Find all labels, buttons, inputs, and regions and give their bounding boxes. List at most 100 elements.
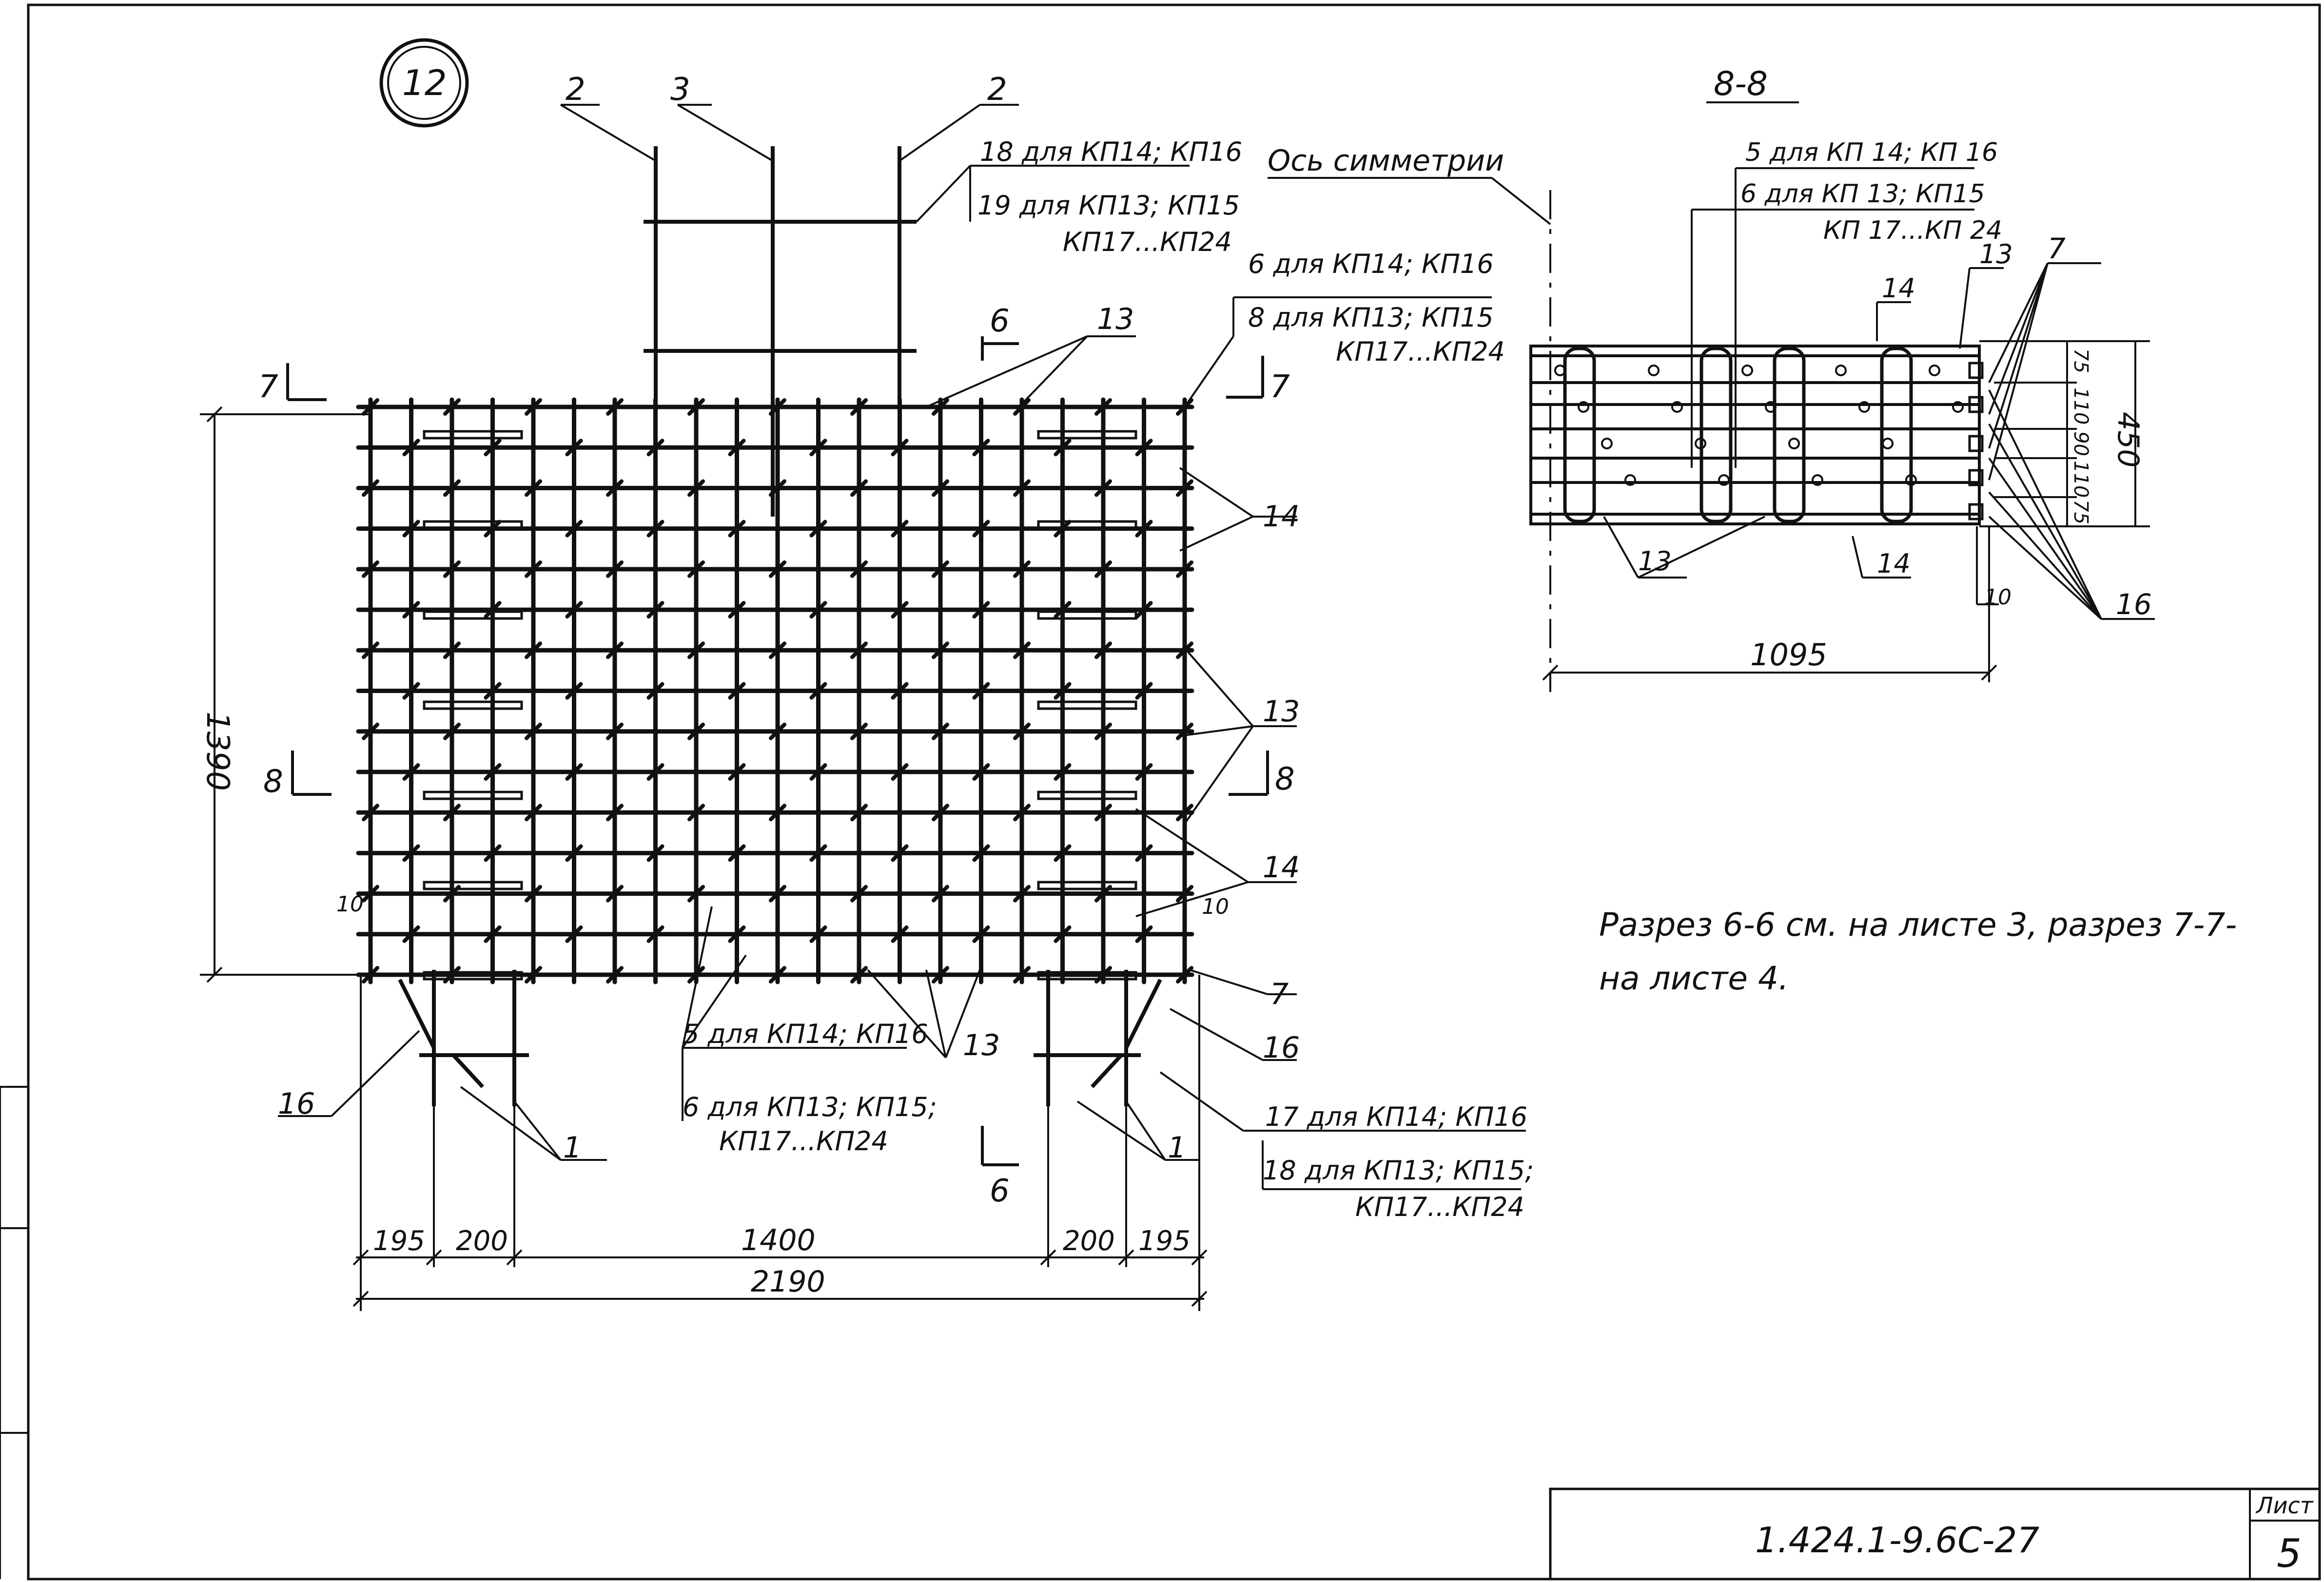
wire-tie: [687, 966, 705, 984]
cut-marker-6-bottom: 6: [981, 1126, 1019, 1209]
section-dim-90: 90: [2070, 431, 2092, 456]
wire-tie: [850, 804, 868, 822]
mark-10-right: 10: [1202, 894, 1229, 919]
section-cage: [1529, 345, 1984, 525]
wire-tie: [362, 804, 379, 822]
wire-tie: [1094, 722, 1112, 740]
wire-tie: [850, 722, 868, 740]
right-callout-line3: КП17...КП24: [1336, 336, 1505, 367]
wire-tie: [606, 722, 624, 740]
side-plate: [1037, 881, 1137, 890]
mark-14-lower: 14: [1263, 850, 1300, 885]
section-mark-13-top: 13: [1979, 239, 2013, 270]
wire-tie: [525, 398, 542, 416]
detail-number: 12: [379, 38, 469, 128]
wire-tie: [402, 763, 420, 781]
bar-section-dot: [1718, 474, 1730, 486]
section-callout-line3: КП 17...КП 24: [1823, 216, 2002, 245]
wire-tie: [972, 439, 990, 457]
wire-tie: [1135, 601, 1153, 619]
wire-tie: [891, 925, 909, 943]
bar-section-dot: [1624, 474, 1636, 486]
side-plate: [1037, 430, 1137, 440]
cut-marker-6-top: 6: [981, 303, 1019, 361]
wire-tie: [1135, 844, 1153, 862]
dim-195-left: 195: [373, 1225, 425, 1257]
wire-tie: [1054, 925, 1072, 943]
wire-tie: [972, 925, 990, 943]
side-plate: [423, 881, 523, 890]
wire-tie: [606, 479, 624, 497]
wire-tie: [932, 804, 949, 822]
wire-tie: [646, 682, 664, 700]
wire-tie: [1135, 925, 1153, 943]
section-dim-75-bottom: 75: [2070, 500, 2092, 524]
bar-section-dot: [1554, 365, 1566, 376]
section-plate: [1968, 503, 1984, 521]
dim-height: 1390: [199, 712, 235, 791]
mark-16-left: 16: [278, 1087, 315, 1121]
wire-tie: [809, 925, 827, 943]
cut-7-left-label: 7: [258, 369, 278, 405]
wire-tie: [932, 641, 949, 659]
bar-section-dot: [1765, 401, 1777, 413]
bar-section-dot: [1929, 365, 1940, 376]
wire-tie: [972, 844, 990, 862]
side-plate: [423, 791, 523, 800]
section-callout-leaders: [1603, 167, 2155, 620]
wire-tie: [646, 601, 664, 619]
wire-tie: [606, 560, 624, 578]
wire-tie: [972, 601, 990, 619]
wire-tie: [484, 844, 502, 862]
wire-tie: [565, 682, 583, 700]
cut-6-top-label: 6: [990, 303, 1010, 339]
section-plate: [1968, 435, 1984, 452]
wire-tie: [687, 560, 705, 578]
mark-16-right: 16: [1263, 1031, 1300, 1065]
bar-section-dot: [1578, 401, 1589, 413]
wire-tie: [565, 844, 583, 862]
wire-tie: [891, 682, 909, 700]
dimensions: [200, 406, 1208, 1311]
wire-tie: [850, 560, 868, 578]
wire-tie: [565, 439, 583, 457]
right-callout-line1: 6 для КП14; КП16: [1248, 249, 1494, 279]
mark-7-main: 7: [1270, 977, 1289, 1011]
side-plate: [1037, 700, 1137, 710]
symmetry-axis-label: Ось симметрии: [1268, 144, 1504, 178]
wire-tie: [646, 925, 664, 943]
cut-marker-7-right: 7: [1226, 356, 1290, 405]
wire-tie: [809, 439, 827, 457]
wire-tie: [525, 560, 542, 578]
wire-tie: [769, 722, 786, 740]
mark-13-bottom: 13: [963, 1028, 1000, 1062]
note-line2: на листе 4.: [1599, 960, 1789, 997]
wire-tie: [1094, 804, 1112, 822]
side-plate: [423, 430, 523, 440]
section-mark-14-bottom: 14: [1877, 548, 1911, 579]
wire-tie: [1176, 641, 1193, 659]
wire-tie: [728, 520, 746, 538]
bar-section-dot: [1741, 365, 1753, 376]
wire-tie: [1176, 560, 1193, 578]
wire-tie: [646, 439, 664, 457]
bar-section-dot: [1952, 401, 1964, 413]
top-callout-line2: 19 для КП13; КП15: [977, 190, 1240, 221]
wire-tie: [932, 479, 949, 497]
cut-marker-8-right: 8: [1229, 751, 1295, 797]
top-callout-line1: 18 для КП14; КП16: [980, 136, 1242, 167]
sheet-number: 5: [2277, 1531, 2302, 1576]
wire-tie: [484, 601, 502, 619]
wire-tie: [484, 682, 502, 700]
wire-tie: [1054, 682, 1072, 700]
symmetry-axis: [1268, 177, 1551, 692]
lower-right-callout-line3: КП17...КП24: [1355, 1192, 1524, 1222]
stirrup: [1699, 347, 1733, 523]
wire-tie: [932, 560, 949, 578]
stirrup: [1773, 347, 1806, 523]
section-mark-7: 7: [2048, 232, 2066, 265]
wire-tie: [850, 641, 868, 659]
wire-tie: [687, 641, 705, 659]
dim-195-right: 195: [1138, 1225, 1191, 1257]
side-plate: [423, 700, 523, 710]
